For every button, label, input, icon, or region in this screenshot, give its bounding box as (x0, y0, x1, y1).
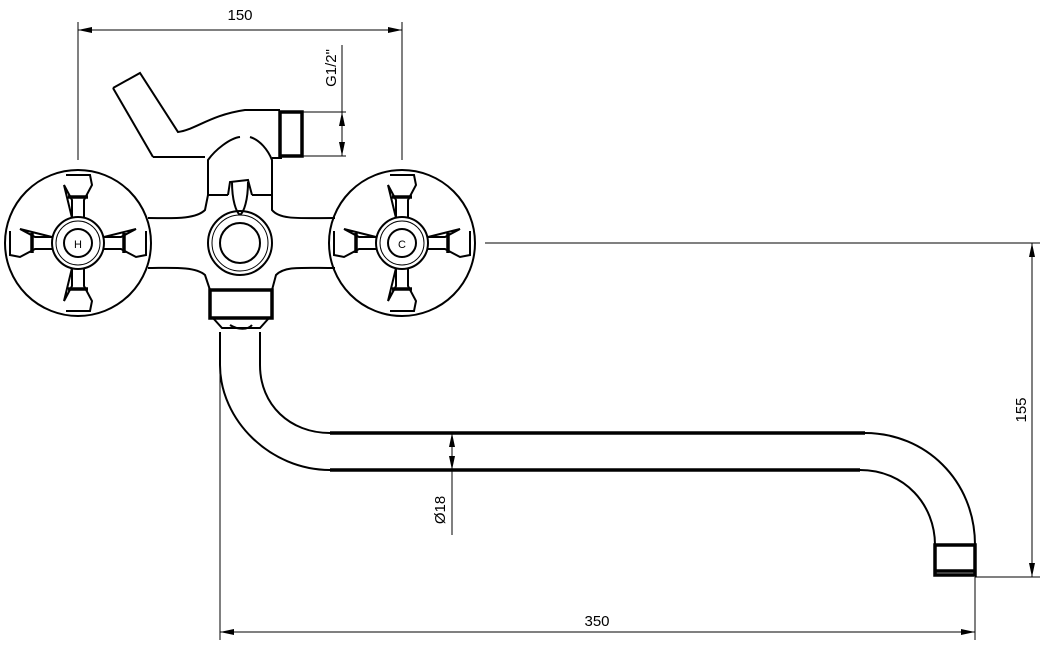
spout (219, 332, 977, 577)
hot-label: H (74, 239, 82, 251)
dimension-150-label: 150 (227, 7, 252, 24)
handle-hot[interactable]: H (9, 174, 147, 312)
dimension-thread: G1/2" (300, 45, 346, 157)
dimension-350: 350 (219, 335, 976, 640)
dimension-350-label: 350 (584, 613, 609, 630)
rosette-cold (328, 169, 476, 317)
dimension-diameter: Ø18 (432, 433, 455, 535)
diameter-label: Ø18 (432, 496, 449, 524)
diverter-arm (112, 71, 304, 195)
mixer-body (147, 178, 336, 330)
dimension-150: 150 (77, 7, 403, 160)
cold-label: C (398, 239, 406, 251)
rosette-hot (4, 169, 152, 317)
dimension-155-label: 155 (1013, 397, 1030, 422)
thread-label: G1/2" (323, 49, 340, 87)
dimension-155: 155 (485, 242, 1040, 578)
handle-cold[interactable]: C (333, 174, 471, 312)
